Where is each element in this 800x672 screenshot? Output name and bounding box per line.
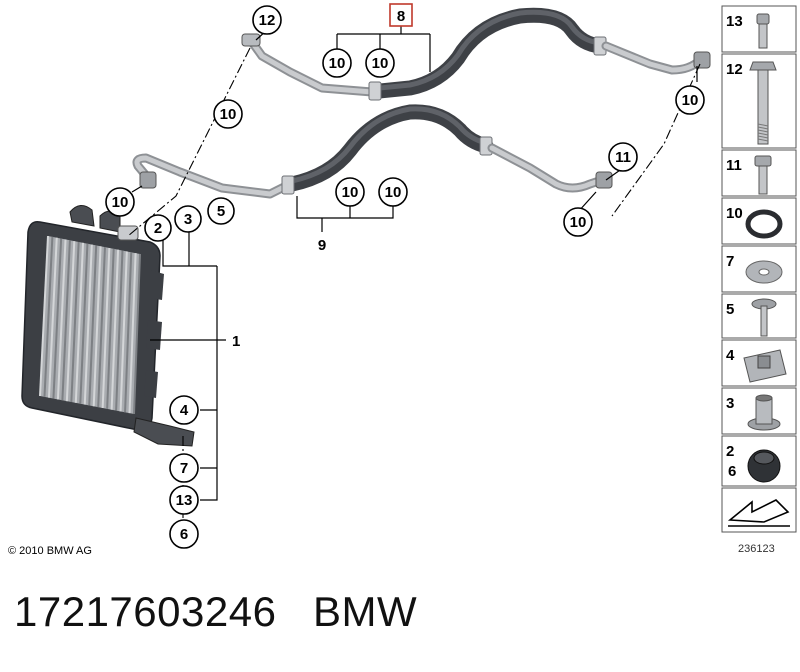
parts-panel-label: 10 [726, 205, 743, 222]
parts-panel-label: 7 [726, 253, 734, 270]
parts-panel-label: 11 [726, 157, 742, 174]
parts-panel-label: 12 [726, 61, 743, 78]
callout-10-c: 10 [213, 99, 243, 129]
oil-cooler [21, 205, 195, 447]
svg-text:1: 1 [232, 333, 240, 350]
svg-text:10: 10 [112, 194, 129, 211]
parts-panel-row: 26 [721, 435, 797, 487]
caption-brand: BMW [312, 588, 418, 635]
parts-panel-row: 12 [721, 53, 797, 149]
grommet-icon [747, 449, 781, 483]
callout-3: 3 [174, 205, 202, 233]
svg-text:12: 12 [259, 12, 276, 29]
callout-10-d: 10 [675, 85, 705, 115]
svg-text:2: 2 [154, 220, 162, 237]
screw-icon [751, 298, 777, 337]
svg-text:10: 10 [342, 184, 359, 201]
svg-text:6: 6 [180, 526, 188, 543]
parts-panel-row: 7 [721, 245, 797, 293]
diagram-number: 236123 [738, 543, 775, 555]
svg-text:10: 10 [372, 55, 389, 72]
bushing-icon [747, 394, 781, 431]
hex-bolt-icon [754, 155, 772, 195]
svg-text:5: 5 [217, 203, 225, 220]
parts-panel-label: 5 [726, 301, 734, 318]
svg-text:9: 9 [318, 237, 326, 254]
svg-text:11: 11 [615, 149, 631, 166]
clip-nut-icon [743, 349, 787, 383]
svg-text:7: 7 [180, 460, 188, 477]
callout-1: 1 [232, 333, 240, 350]
arrow-icon [727, 499, 790, 527]
svg-text:8: 8 [397, 8, 405, 25]
parts-panel-row: 13 [721, 5, 797, 53]
callout-4: 4 [169, 395, 199, 425]
svg-text:10: 10 [329, 55, 346, 72]
svg-text:4: 4 [180, 402, 189, 419]
leader-lines [131, 24, 698, 501]
caption-part-number: 17217603246 [14, 588, 277, 635]
lower-oil-line [132, 104, 613, 199]
parts-panel-label: 4 [726, 347, 735, 364]
parts-panel-label: 2 [726, 443, 734, 460]
parts-panel-row [721, 487, 797, 533]
hollow-bolt-icon [749, 61, 777, 145]
parts-panel-row: 10 [721, 197, 797, 245]
callout-11: 11 [608, 142, 638, 172]
svg-text:3: 3 [184, 211, 192, 228]
parts-panel-label: 6 [728, 463, 736, 480]
callout-10-h: 10 [378, 177, 408, 207]
callout-7: 7 [169, 453, 199, 483]
callout-6: 6 [169, 519, 199, 549]
callout-10-e: 10 [563, 207, 593, 237]
callout-5: 5 [207, 197, 235, 225]
parts-panel-row: 11 [721, 149, 797, 197]
callout-10-f: 10 [105, 187, 135, 217]
bolt-icon [756, 13, 770, 49]
callout-13: 13 [169, 485, 199, 515]
o-ring-icon [745, 209, 783, 239]
callouts: 12 8 10 10 10 10 11 10 10 10 10 9 2 3 5 … [105, 3, 705, 549]
part-number-caption: 17217603246 BMW [14, 588, 417, 636]
callout-12: 12 [252, 5, 282, 35]
parts-panel-label: 13 [726, 13, 743, 30]
parts-panel-label: 3 [726, 395, 734, 412]
parts-panel-row: 3 [721, 387, 797, 435]
callout-9: 9 [318, 237, 326, 254]
svg-text:10: 10 [570, 214, 587, 231]
callout-10-a: 10 [322, 48, 352, 78]
washer-icon [745, 260, 783, 284]
svg-text:13: 13 [176, 492, 193, 509]
callout-2: 2 [144, 214, 172, 242]
copyright-text: © 2010 BMW AG [8, 545, 92, 557]
cooler-fins [39, 235, 141, 415]
svg-text:10: 10 [682, 92, 699, 109]
svg-text:10: 10 [220, 106, 237, 123]
callout-10-g: 10 [335, 177, 365, 207]
svg-text:10: 10 [385, 184, 402, 201]
callout-10-b: 10 [365, 48, 395, 78]
parts-panel-row: 4 [721, 339, 797, 387]
callout-8-highlighted: 8 [389, 3, 413, 27]
parts-panel-row: 5 [721, 293, 797, 339]
upper-oil-line [241, 7, 711, 101]
